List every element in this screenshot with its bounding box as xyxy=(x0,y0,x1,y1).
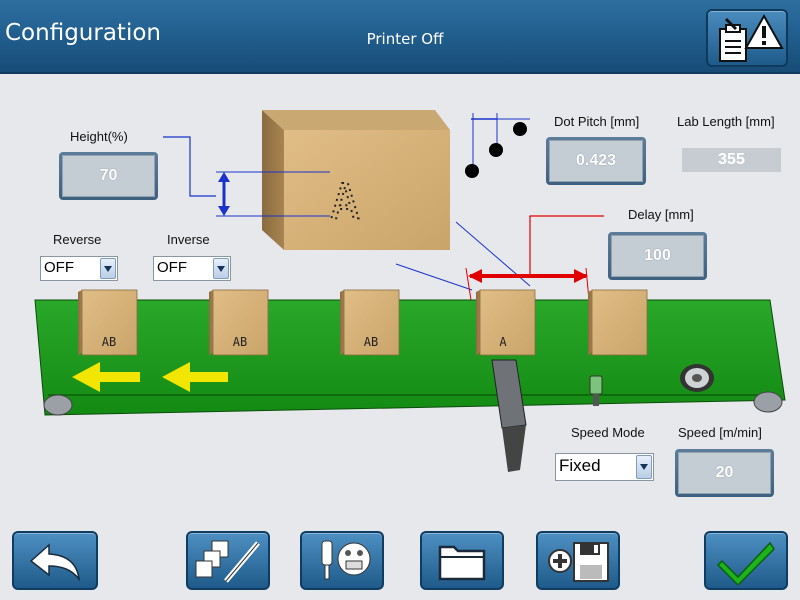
open-file-button[interactable] xyxy=(420,531,504,590)
reverse-select[interactable]: OFF xyxy=(40,256,118,281)
large-box-text: A xyxy=(331,174,360,230)
direction-arrow xyxy=(162,362,228,392)
product-box-printing: A xyxy=(476,289,536,356)
dot-pitch-field[interactable]: 0.423 xyxy=(546,137,646,185)
speed-mode-label: Speed Mode xyxy=(571,425,645,440)
lab-length-value: 355 xyxy=(682,148,781,172)
printer-status: Printer Off xyxy=(366,30,444,48)
accept-button[interactable] xyxy=(704,531,788,590)
chevron-down-icon xyxy=(100,258,116,279)
svg-text:A: A xyxy=(499,335,507,349)
delay-value: 100 xyxy=(611,235,704,277)
header-bar: Configuration Printer Off xyxy=(0,0,800,74)
dot-pitch-label: Dot Pitch [mm] xyxy=(554,114,640,129)
dot-pitch-value: 0.423 xyxy=(549,140,643,182)
svg-text:AB: AB xyxy=(102,335,116,349)
chevron-down-icon xyxy=(636,455,652,479)
printhead-icon xyxy=(321,540,371,579)
back-arrow-icon xyxy=(29,542,81,581)
product-box: AB xyxy=(340,289,400,356)
product-box-empty xyxy=(588,289,648,356)
speed-mode-select[interactable]: Fixed xyxy=(555,453,654,481)
chevron-down-icon xyxy=(213,258,229,279)
delay-label: Delay [mm] xyxy=(628,207,694,222)
height-value: 70 xyxy=(62,155,155,197)
height-label: Height(%) xyxy=(70,129,128,144)
printhead xyxy=(491,359,527,472)
conveyor-belt xyxy=(34,299,786,416)
save-icon xyxy=(548,541,609,582)
encoder-wheel xyxy=(680,364,714,392)
svg-text:AB: AB xyxy=(233,335,247,349)
alarm-warning-icon xyxy=(719,13,784,62)
height-field[interactable]: 70 xyxy=(59,152,158,200)
save-button[interactable] xyxy=(536,531,620,590)
inverse-label: Inverse xyxy=(167,232,210,247)
printhead-button[interactable] xyxy=(300,531,384,590)
speed-value: 20 xyxy=(678,452,771,494)
reverse-value: OFF xyxy=(44,259,74,276)
delay-field[interactable]: 100 xyxy=(608,232,707,280)
inverse-value: OFF xyxy=(157,259,187,276)
lab-length-label: Lab Length [mm] xyxy=(677,114,775,129)
svg-text:AB: AB xyxy=(364,335,378,349)
large-product-box: A xyxy=(262,110,450,250)
edit-message-icon xyxy=(195,540,260,583)
speed-field[interactable]: 20 xyxy=(675,449,774,497)
inverse-select[interactable]: OFF xyxy=(153,256,231,281)
product-sensor xyxy=(589,375,603,406)
product-box: AB xyxy=(78,289,138,356)
reverse-label: Reverse xyxy=(53,232,102,247)
back-button[interactable] xyxy=(12,531,98,590)
speed-mode-value: Fixed xyxy=(559,456,601,475)
direction-arrow xyxy=(72,362,140,392)
page-title: Configuration xyxy=(5,20,161,46)
speed-label: Speed [m/min] xyxy=(678,425,762,440)
checkmark-icon xyxy=(716,541,775,585)
edit-message-button[interactable] xyxy=(186,531,270,590)
conveyor-illustration: A xyxy=(34,110,786,472)
folder-icon xyxy=(438,545,486,580)
product-box: AB xyxy=(209,289,269,356)
alarm-button[interactable] xyxy=(706,9,788,67)
